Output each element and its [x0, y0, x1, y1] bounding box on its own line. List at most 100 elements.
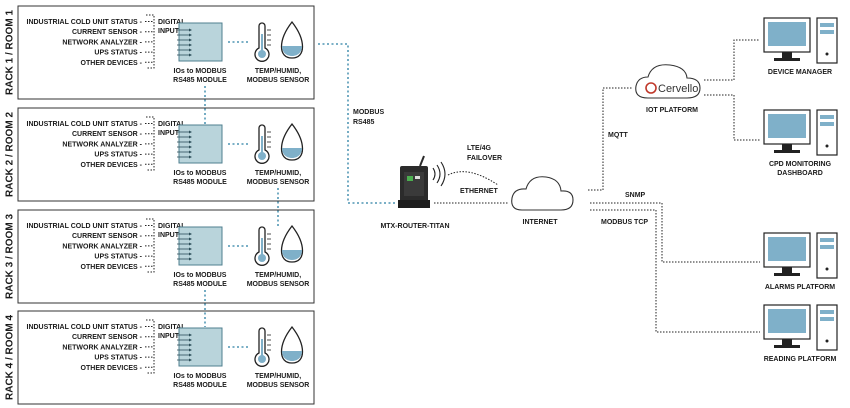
digital-inputs-label-2: INPUTS	[158, 333, 184, 340]
digital-inputs-label-2: INPUTS	[158, 28, 184, 35]
router-icon	[398, 155, 446, 208]
signal-bracket	[146, 218, 155, 273]
io-module-pin-arrow	[189, 135, 192, 139]
rack-label: RACK 2 / ROOM 2	[5, 112, 16, 197]
signal-label: NETWORK ANALYZER -	[62, 39, 142, 46]
tower-icon	[816, 304, 838, 351]
tower-drive	[820, 122, 834, 126]
modbus-label-2: RS485	[353, 119, 375, 126]
sensor-label-2: MODBUS SENSOR	[247, 77, 310, 84]
tower-button	[825, 339, 829, 343]
device-manager-link	[704, 39, 760, 81]
modbus-tcp-label: MODBUS TCP	[601, 219, 648, 226]
device-manager-label: DEVICE MANAGER	[768, 69, 832, 76]
tower-button	[825, 52, 829, 56]
racks-group: RACK 1 / ROOM 1 INDUSTRIAL COLD UNIT STAT…	[5, 5, 315, 405]
rack-label: RACK 3 / ROOM 3	[5, 214, 16, 299]
internet-cloud-icon	[511, 176, 574, 211]
monitor-neck	[782, 339, 792, 345]
module-label-2: RS485 MODULE	[173, 179, 227, 186]
tower-icon	[816, 17, 838, 64]
signal-bracket	[146, 319, 155, 374]
monitor-neck	[782, 52, 792, 58]
io-module-pin-arrow	[189, 257, 192, 261]
tower-drive	[820, 23, 834, 27]
humidity-drop-fill	[282, 46, 302, 56]
digital-inputs-label-1: DIGITAL	[158, 19, 186, 26]
tower-drive	[820, 238, 834, 242]
thermometer-bulb	[258, 152, 266, 160]
tower-drive	[820, 115, 834, 119]
io-module-pin-arrow	[189, 38, 192, 42]
lte-link	[447, 171, 499, 186]
io-module-pin-arrow	[189, 338, 192, 342]
monitor-screen	[768, 114, 806, 138]
signal-label: INDUSTRIAL COLD UNIT STATUS -	[27, 19, 143, 26]
signal-label: UPS STATUS -	[94, 152, 142, 159]
module-label-1: IOs to MODBUS	[174, 68, 227, 75]
signal-label: UPS STATUS -	[94, 355, 142, 362]
io-module-pin-arrow	[189, 53, 192, 57]
module-label-1: IOs to MODBUS	[174, 170, 227, 177]
signal-label: CURRENT SENSOR -	[72, 334, 143, 341]
cervello-logo: Cervello	[658, 83, 698, 95]
io-module-pin-arrow	[189, 232, 192, 236]
io-module-pin-arrow	[189, 28, 192, 32]
io-module-pin-arrow	[189, 353, 192, 357]
digital-inputs-label-2: INPUTS	[158, 232, 184, 239]
monitor-stand	[774, 273, 800, 276]
tower-icon	[816, 109, 838, 156]
signal-label: OTHER DEVICES -	[81, 162, 143, 169]
thermometer-bulb	[258, 254, 266, 262]
monitor-screen	[768, 22, 806, 46]
io-module-pin-arrow	[189, 43, 192, 47]
snmp-label: SNMP	[625, 192, 646, 199]
io-module-pin-arrow	[189, 130, 192, 134]
signal-label: OTHER DEVICES -	[81, 60, 143, 67]
humidity-drop-fill	[282, 351, 302, 361]
digital-inputs-label-2: INPUTS	[158, 130, 184, 137]
tower-icon	[816, 232, 838, 279]
sensor-label-2: MODBUS SENSOR	[247, 281, 310, 288]
signal-label: NETWORK ANALYZER -	[62, 344, 142, 351]
thermometer-bulb	[258, 355, 266, 363]
io-module-pin-arrow	[189, 150, 192, 154]
signal-label: NETWORK ANALYZER -	[62, 141, 142, 148]
io-module-pin-arrow	[189, 145, 192, 149]
module-label-2: RS485 MODULE	[173, 382, 227, 389]
io-module-pin-arrow	[189, 33, 192, 37]
monitor-screen	[768, 237, 806, 261]
monitor-neck	[782, 144, 792, 150]
sensor-label-1: TEMP/HUMID,	[255, 373, 301, 380]
io-module-pin-arrow	[189, 358, 192, 362]
device-manager-node: DEVICE MANAGER	[763, 17, 838, 76]
internet-label: INTERNET	[523, 219, 559, 226]
io-module-pin-arrow	[189, 247, 192, 251]
signal-label: INDUSTRIAL COLD UNIT STATUS -	[27, 121, 143, 128]
modbus-label-1: MODBUS	[353, 109, 384, 116]
digital-inputs-label-1: DIGITAL	[158, 324, 186, 331]
monitor-stand	[774, 345, 800, 348]
rack-label: RACK 1 / ROOM 1	[5, 10, 16, 95]
signal-label: OTHER DEVICES -	[81, 264, 143, 271]
signal-label: CURRENT SENSOR -	[72, 233, 143, 240]
module-label-1: IOs to MODBUS	[174, 373, 227, 380]
mqtt-link	[588, 87, 632, 191]
mqtt-label: MQTT	[608, 132, 629, 139]
sensor-label-1: TEMP/HUMID,	[255, 170, 301, 177]
lte-label-1: LTE/4G	[467, 145, 492, 152]
tower-button	[825, 144, 829, 148]
signal-label: CURRENT SENSOR -	[72, 131, 143, 138]
sensor-label-2: MODBUS SENSOR	[247, 382, 310, 389]
ethernet-label: ETHERNET	[460, 188, 498, 195]
alarms-platform-node: ALARMS PLATFORM	[763, 232, 838, 291]
signal-label: CURRENT SENSOR -	[72, 29, 143, 36]
monitor-stand	[774, 58, 800, 61]
signal-bracket	[146, 14, 155, 69]
monitor-neck	[782, 267, 792, 273]
router-label: MTX-ROUTER-TITAN	[380, 223, 449, 230]
io-module-pin-arrow	[189, 348, 192, 352]
